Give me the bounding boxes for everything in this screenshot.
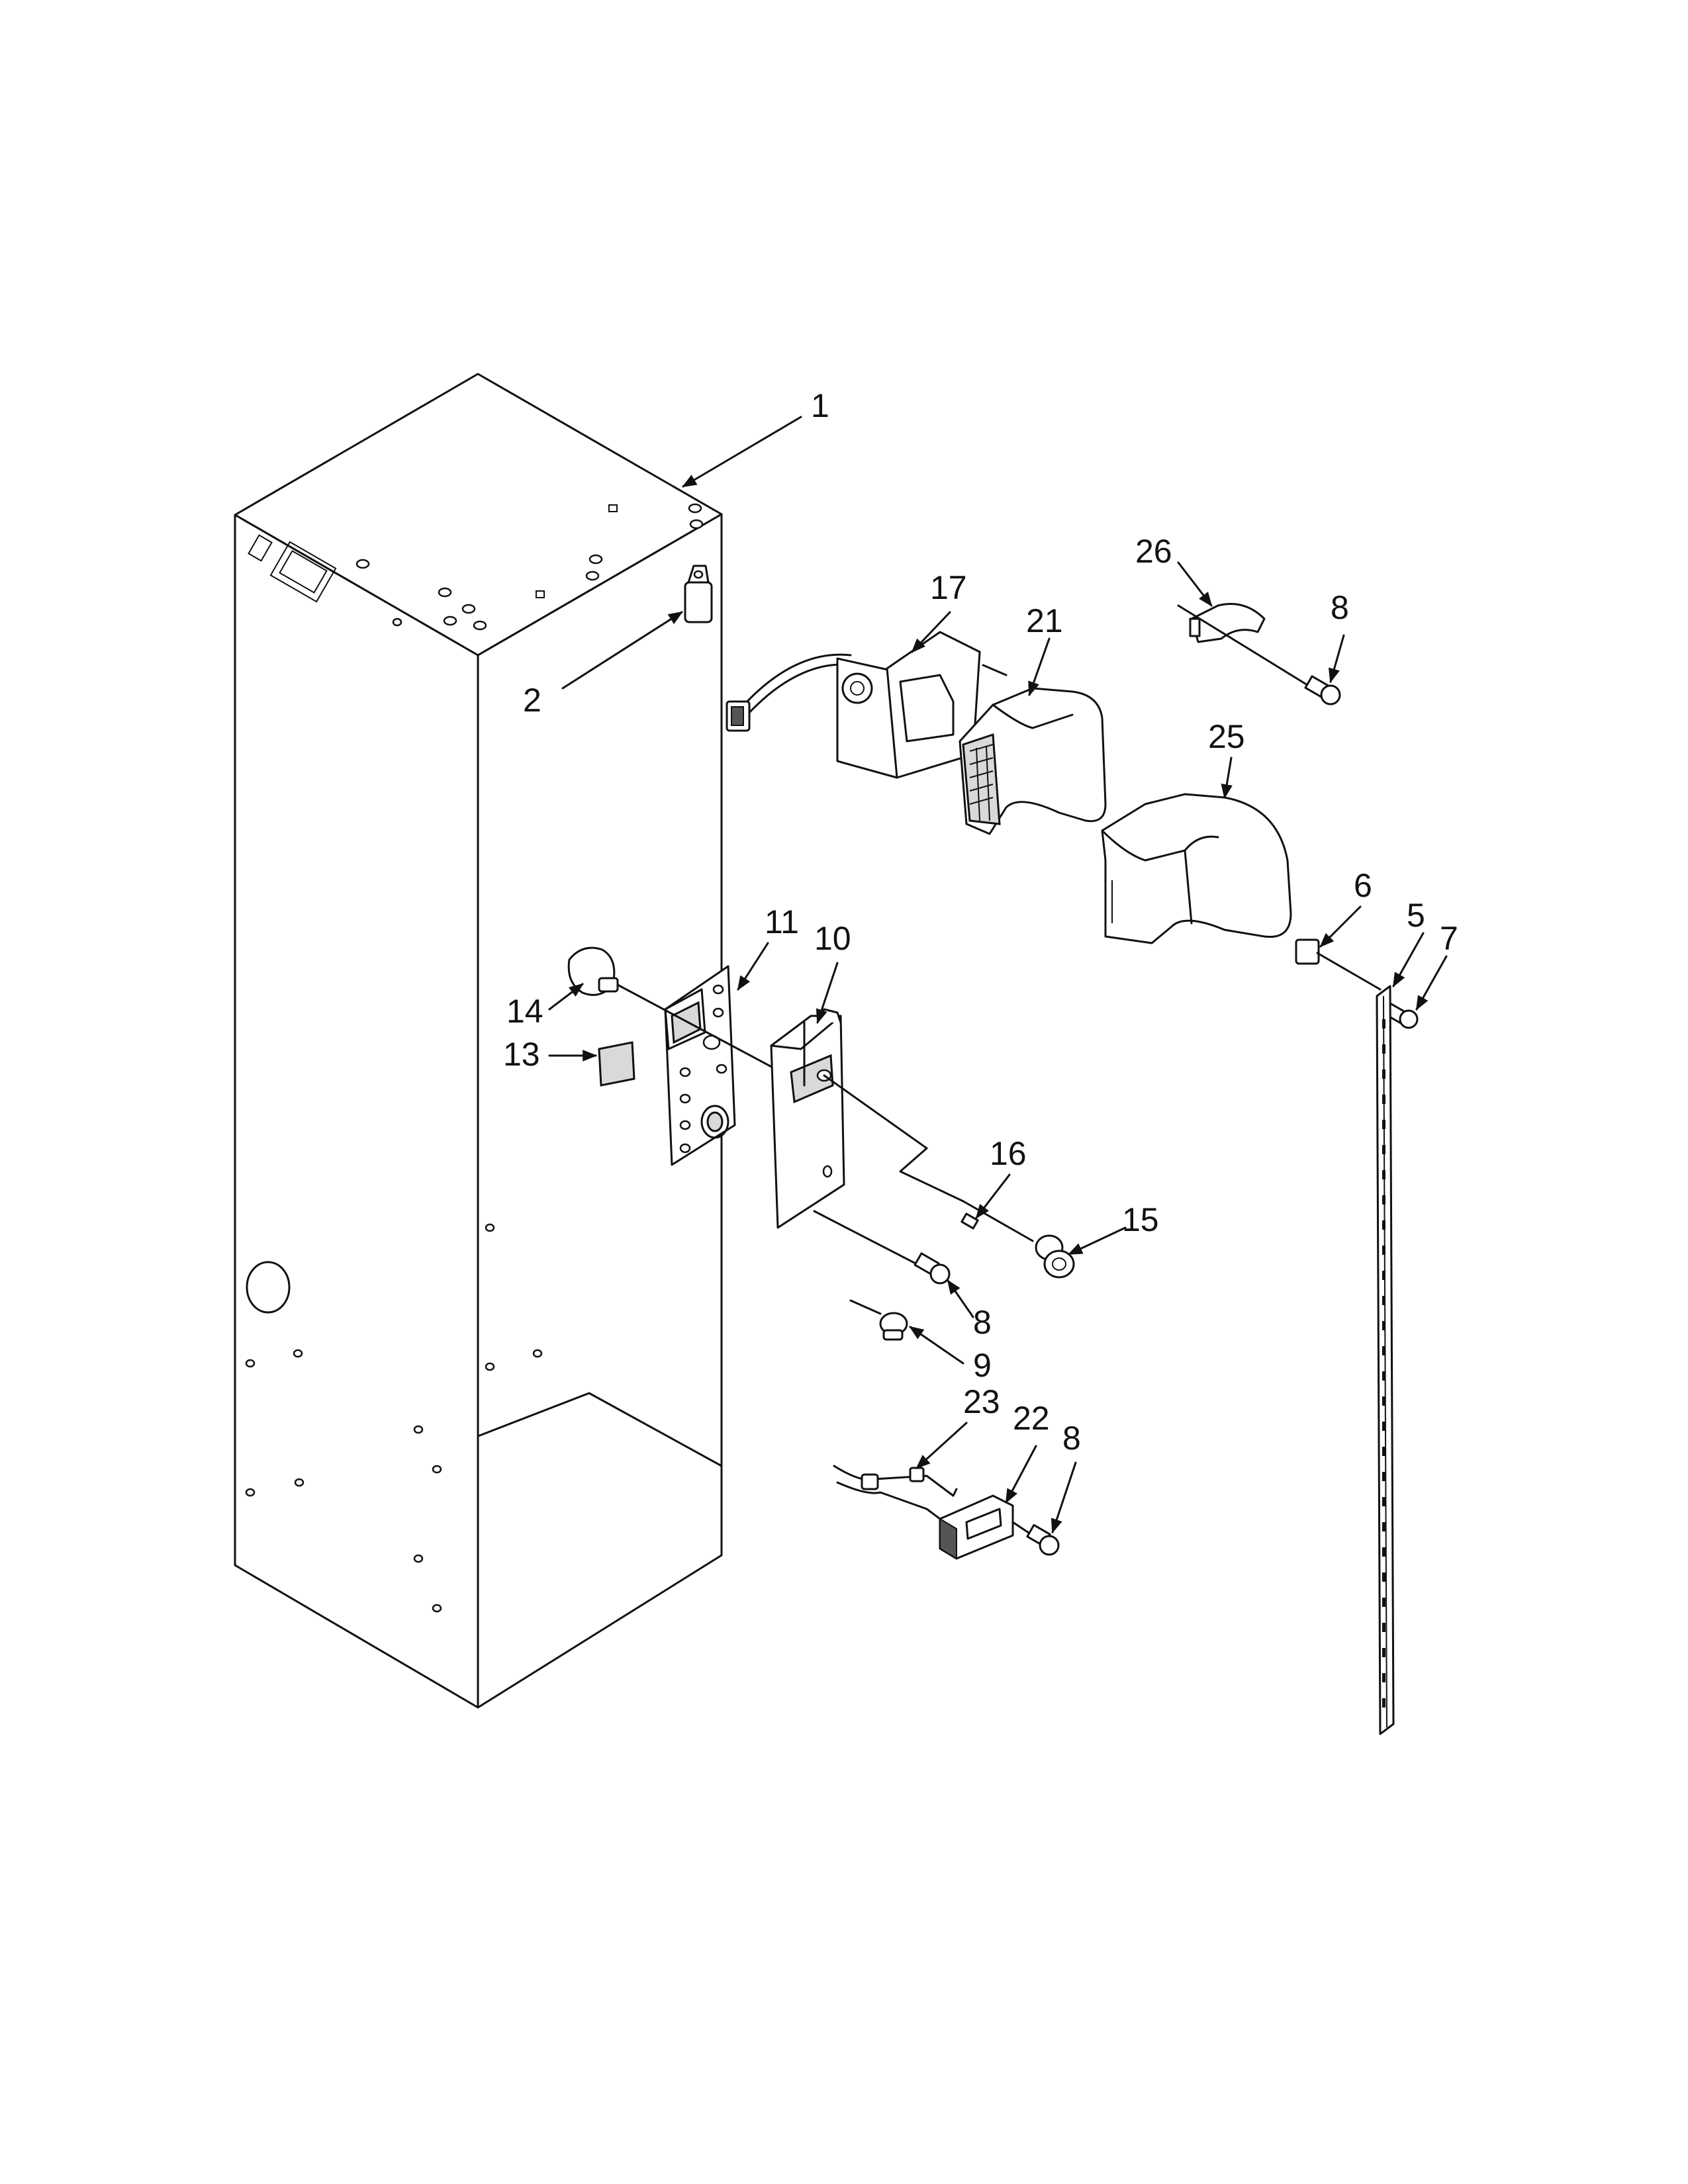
standard-slot — [1382, 1522, 1385, 1531]
standard-slot — [1382, 1271, 1385, 1280]
label-part-14: 14 — [506, 993, 543, 1030]
standard-slot — [1382, 1572, 1385, 1582]
part-13-label — [598, 1041, 635, 1087]
label-part-23: 23 — [963, 1383, 1000, 1420]
part-11-hinge-plate — [664, 965, 736, 1166]
standard-slot — [1382, 1296, 1385, 1305]
leader-26 — [1177, 561, 1213, 607]
standard-slot — [1382, 1623, 1385, 1632]
label-part-9: 9 — [973, 1347, 992, 1384]
standard-slot — [1382, 1170, 1385, 1179]
cabinet-liner — [234, 373, 723, 1709]
label-part-10: 10 — [814, 920, 851, 957]
standard-slot — [1382, 1120, 1385, 1129]
part-6-nut — [1295, 938, 1382, 991]
label-part-8-mid: 8 — [973, 1304, 992, 1341]
standard-slot — [1382, 1346, 1385, 1355]
leader-5 — [1392, 932, 1425, 987]
leader-8b — [1051, 1461, 1077, 1534]
leader-7 — [1415, 955, 1448, 1011]
standard-slot — [1382, 1019, 1385, 1028]
leader-8m — [947, 1279, 974, 1318]
label-part-25: 25 — [1208, 718, 1245, 755]
label-part-13: 13 — [503, 1036, 540, 1073]
label-part-1: 1 — [811, 387, 829, 424]
part-16-clip — [961, 1212, 979, 1230]
leader-23 — [915, 1422, 968, 1469]
standard-slot — [1382, 1698, 1385, 1707]
label-part-15: 15 — [1122, 1201, 1159, 1238]
screw-8-bottom — [1026, 1524, 1060, 1556]
standard-slot — [1382, 1422, 1385, 1431]
standard-slot — [1382, 1044, 1385, 1054]
leader-2 — [561, 611, 683, 690]
part-21-air-duct — [959, 687, 1107, 835]
label-part-22: 22 — [1013, 1400, 1050, 1437]
screw-8-top — [1304, 675, 1341, 705]
leader-arrows — [548, 416, 1448, 1534]
standard-slot — [1382, 1220, 1385, 1230]
part-5-shelf-standard — [1376, 985, 1395, 1735]
label-part-16: 16 — [990, 1135, 1027, 1172]
part-labels: 1 2 17 21 26 8 25 6 5 7 11 10 14 13 16 1… — [503, 387, 1458, 1457]
label-part-26: 26 — [1135, 533, 1172, 570]
standard-slot — [1382, 1472, 1385, 1481]
standard-slot — [1382, 1547, 1385, 1557]
label-part-11: 11 — [765, 903, 799, 940]
label-part-17: 17 — [930, 569, 967, 606]
leader-21 — [1028, 637, 1051, 697]
part-26-bracket — [1177, 603, 1309, 686]
part-22-switch — [939, 1494, 1034, 1560]
part-25-duct-cover — [1101, 793, 1292, 944]
standard-slot — [1382, 1396, 1385, 1406]
part-9-plug — [849, 1299, 908, 1341]
leader-25 — [1221, 756, 1233, 799]
label-part-8-bot: 8 — [1062, 1420, 1081, 1457]
standard-slot — [1382, 1069, 1385, 1079]
standard-slot — [1382, 1095, 1385, 1104]
leader-10 — [816, 962, 839, 1024]
standard-slot — [1382, 1145, 1385, 1154]
part-10-control-housing — [770, 1008, 1034, 1265]
leader-8t — [1328, 634, 1345, 684]
leader-15 — [1068, 1226, 1127, 1255]
standard-slot — [1382, 1246, 1385, 1255]
label-part-6: 6 — [1354, 867, 1372, 904]
standard-slot — [1382, 1371, 1385, 1381]
standard-slot — [1382, 1321, 1385, 1330]
part-23-wire-harness — [833, 1465, 958, 1520]
label-part-8-top: 8 — [1331, 589, 1349, 626]
leader-16 — [975, 1173, 1011, 1219]
screw-8-middle — [914, 1252, 951, 1285]
leader-11 — [737, 942, 769, 991]
leader-6 — [1319, 905, 1362, 948]
leader-22 — [1005, 1445, 1037, 1504]
standard-slot — [1382, 1497, 1385, 1506]
label-part-7: 7 — [1440, 920, 1458, 957]
standard-slot — [1382, 1195, 1385, 1205]
standard-slot — [1382, 1598, 1385, 1607]
label-part-21: 21 — [1026, 602, 1063, 639]
standard-slot — [1382, 1447, 1385, 1456]
part-17-control — [726, 631, 1008, 779]
label-part-2: 2 — [523, 682, 541, 719]
standard-slot — [1382, 1673, 1385, 1682]
leader-9 — [909, 1326, 964, 1365]
leader-14 — [548, 983, 584, 1011]
leader-1 — [682, 416, 802, 488]
part-14-knob — [567, 946, 789, 1077]
leader-17 — [911, 611, 951, 653]
part-2-clip — [684, 565, 713, 623]
part-15-bushing — [1035, 1234, 1075, 1279]
label-part-5: 5 — [1407, 897, 1425, 934]
standard-slot — [1382, 1648, 1385, 1657]
